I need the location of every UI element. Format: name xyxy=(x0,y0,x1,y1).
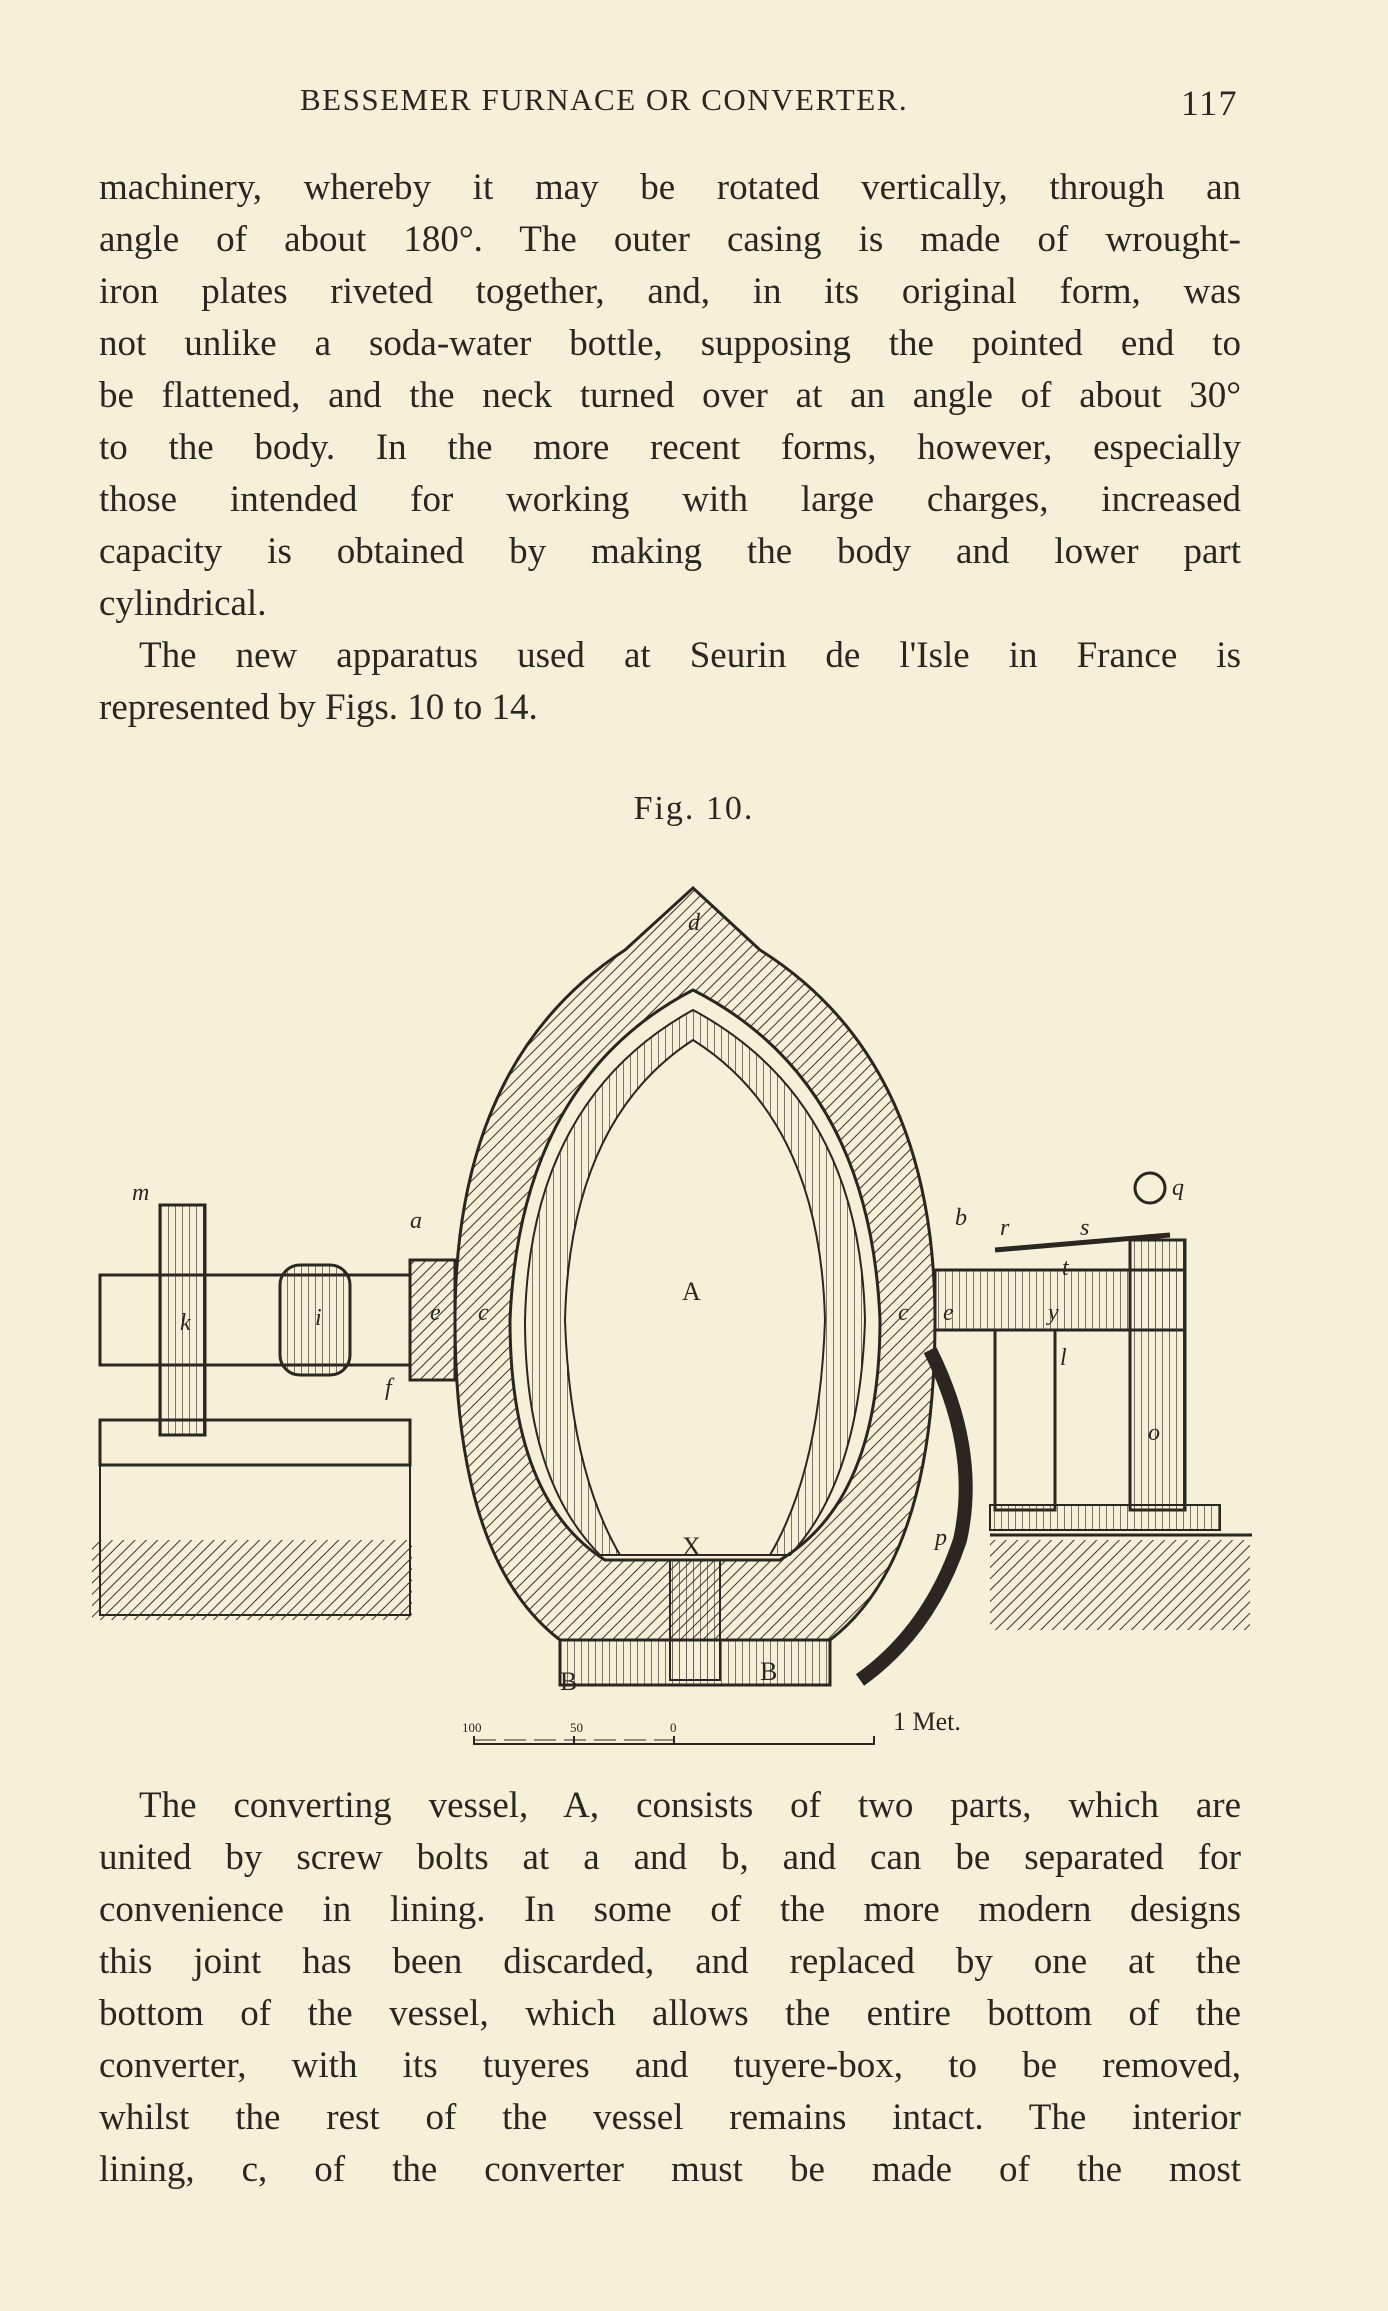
header-title: BESSEMER FURNACE OR CONVERTER. xyxy=(300,82,909,117)
label-y: y xyxy=(1046,1300,1059,1326)
text-line: be flattened, and the neck turned over a… xyxy=(99,375,1241,416)
text-line: this joint has been discarded, and repla… xyxy=(99,1941,1241,1982)
label-e-right: e xyxy=(943,1300,954,1326)
label-c-left: c xyxy=(478,1300,489,1326)
text-line: iron plates riveted together, and, in it… xyxy=(99,271,1241,312)
text-line: The converting vessel, A, consists of tw… xyxy=(139,1785,1241,1826)
label-f: f xyxy=(385,1375,395,1401)
scale-bar: 100 50 0 1 Met. xyxy=(462,1707,961,1745)
label-q: q xyxy=(1172,1175,1184,1201)
text-line: to the body. In the more recent forms, h… xyxy=(99,427,1241,468)
paragraph-3: The converting vessel, A, consists of tw… xyxy=(99,1780,1241,2196)
scale-50: 50 xyxy=(570,1720,583,1735)
text-line: those intended for working with large ch… xyxy=(99,479,1241,520)
label-l: l xyxy=(1060,1345,1067,1371)
label-b: b xyxy=(955,1205,967,1231)
label-k: k xyxy=(180,1310,191,1336)
label-a: a xyxy=(410,1208,422,1234)
label-r: r xyxy=(1000,1215,1010,1241)
left-gearing xyxy=(92,1203,457,1620)
label-X: X xyxy=(682,1532,701,1561)
scale-100: 100 xyxy=(462,1720,482,1735)
text-line: not unlike a soda-water bottle, supposin… xyxy=(99,323,1241,364)
label-B-left: B xyxy=(560,1667,577,1696)
text-line: The new apparatus used at Seurin de l'Is… xyxy=(139,635,1241,676)
label-d: d xyxy=(688,910,701,936)
page-number: 117 xyxy=(1180,83,1238,123)
text-line: converter, with its tuyeres and tuyere-b… xyxy=(99,2045,1241,2086)
text-line: machinery, whereby it may be rotated ver… xyxy=(99,167,1241,208)
text-line: whilst the rest of the vessel remains in… xyxy=(99,2097,1241,2138)
converter-vessel xyxy=(453,885,973,1687)
scale-0: 0 xyxy=(670,1720,677,1735)
label-o: o xyxy=(1148,1420,1160,1446)
label-c-right: c xyxy=(898,1300,909,1326)
label-e-left: e xyxy=(430,1300,441,1326)
text-line: angle of about 180°. The outer casing is… xyxy=(99,219,1241,260)
label-B-right: B xyxy=(760,1657,777,1686)
text-line: cylindrical. xyxy=(99,583,267,624)
label-m: m xyxy=(132,1180,149,1206)
text-line: lining, c, of the converter must be made… xyxy=(99,2149,1241,2190)
label-i: i xyxy=(315,1305,322,1331)
text-line: capacity is obtained by making the body … xyxy=(99,531,1241,572)
scale-unit: 1 Met. xyxy=(893,1707,961,1736)
text-line: bottom of the vessel, which allows the e… xyxy=(99,1993,1241,2034)
right-valve-gear xyxy=(933,1171,1252,1630)
label-A: A xyxy=(682,1277,701,1306)
label-p: p xyxy=(933,1525,947,1551)
text-line: represented by Figs. 10 to 14. xyxy=(99,687,538,728)
running-header: BESSEMER FURNACE OR CONVERTER. 117 xyxy=(300,82,1250,123)
label-s: s xyxy=(1080,1215,1089,1241)
label-t: t xyxy=(1062,1255,1070,1281)
figure-caption: Fig. 10. xyxy=(633,790,755,827)
text-line: united by screw bolts at a and b, and ca… xyxy=(99,1837,1241,1878)
paragraph-1: machinery, whereby it may be rotated ver… xyxy=(99,162,1241,734)
text-line: convenience in lining. In some of the mo… xyxy=(99,1889,1241,1930)
